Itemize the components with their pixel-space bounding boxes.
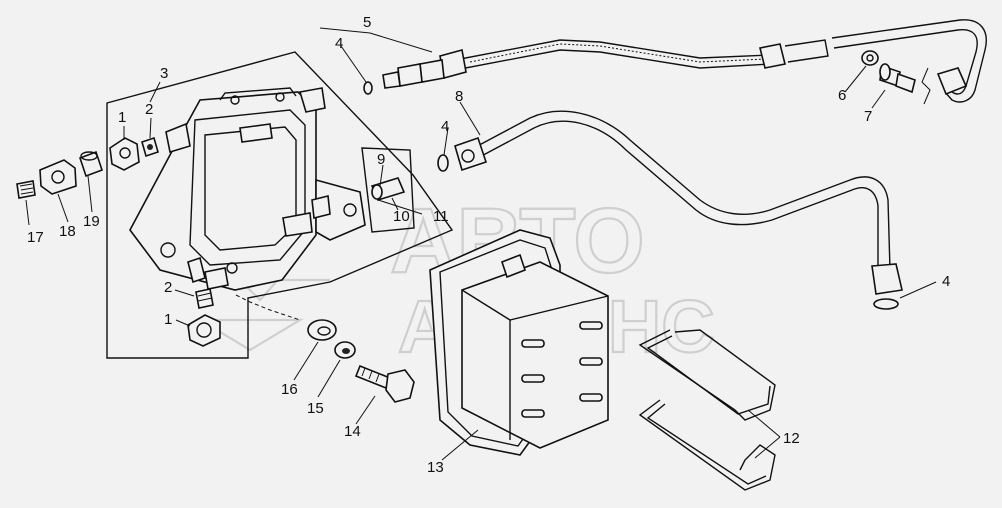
callout-14: 14: [344, 423, 361, 440]
washer-16: [307, 319, 337, 341]
callout-19: 19: [83, 213, 100, 230]
callout-1-top: 1: [118, 109, 126, 126]
pump-housing: [129, 87, 366, 291]
callout-3: 3: [160, 65, 168, 82]
fuel-pipe-8: [454, 110, 903, 295]
fuel-line-5: [382, 39, 829, 89]
callout-labels: 1 1 2 2 3 4 4 4 5 6 7 8 9 10 11 12 13 14…: [27, 14, 950, 476]
callout-2-bottom: 2: [164, 279, 172, 296]
callout-17: 17: [27, 229, 44, 246]
housing-assembly-outline: [106, 51, 454, 359]
callout-8: 8: [455, 88, 463, 105]
callout-7: 7: [864, 108, 872, 125]
ring-2-top: [141, 136, 159, 158]
callout-18: 18: [59, 223, 76, 240]
bracket-plate: [361, 147, 415, 233]
fitting-17: [16, 180, 36, 199]
nut-18: [39, 159, 77, 195]
cover-13: [429, 229, 609, 456]
spring-clip-12: [638, 329, 776, 491]
washer-4-top: [363, 81, 373, 95]
bolt-14: [354, 364, 415, 403]
callout-6: 6: [838, 87, 846, 104]
plug-9-10: [370, 177, 406, 201]
callout-2-top: 2: [145, 101, 153, 118]
callout-16: 16: [281, 381, 298, 398]
washer-4-mid: [437, 154, 449, 172]
banjo-bolt-7: [879, 63, 916, 94]
break-mark: [921, 67, 931, 105]
callout-12: 12: [783, 430, 800, 447]
callout-11: 11: [433, 208, 449, 225]
nut-1-top: [109, 137, 140, 171]
callout-1-bottom: 1: [164, 311, 172, 328]
callout-10: 10: [393, 208, 410, 225]
callout-4-top: 4: [335, 35, 343, 52]
callout-4-mid: 4: [441, 118, 449, 135]
leader-lines: [25, 27, 937, 461]
callout-4-right: 4: [942, 273, 950, 290]
lock-washer-15: [334, 341, 356, 359]
callout-5: 5: [363, 14, 371, 31]
callout-9: 9: [377, 151, 385, 168]
return-pipe-right: [831, 19, 987, 103]
washer-4-right: [873, 298, 899, 310]
assembly-dash-line: [235, 294, 301, 321]
nut-1-bottom: [187, 314, 221, 347]
fitting-2-bottom: [195, 288, 214, 309]
washer-6: [861, 50, 879, 66]
callout-13: 13: [427, 459, 444, 476]
callout-15: 15: [307, 400, 324, 417]
sleeve-19: [78, 150, 104, 178]
